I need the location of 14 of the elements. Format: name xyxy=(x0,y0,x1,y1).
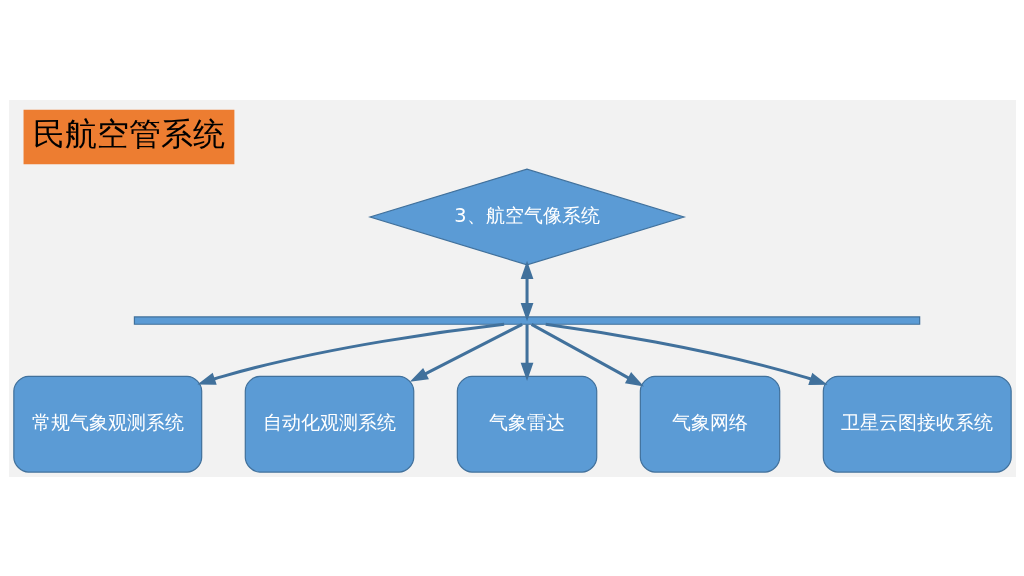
diagram-title: 民航空管系统 xyxy=(32,115,225,152)
arrow xyxy=(520,260,533,321)
arrow xyxy=(196,322,504,385)
node-box: 常规气象观测系统 xyxy=(12,375,202,473)
arrow xyxy=(520,323,533,381)
node-diamond: 3、航空气像系统 xyxy=(367,168,686,265)
arrow xyxy=(544,322,828,385)
node-box: 气象网络 xyxy=(639,375,780,473)
node-bar xyxy=(133,315,920,325)
arrow xyxy=(530,322,644,386)
node-box: 自动化观测系统 xyxy=(244,375,414,473)
arrow xyxy=(409,322,523,382)
node-box: 气象雷达 xyxy=(456,375,597,473)
node-box: 卫星云图接收系统 xyxy=(822,375,1012,473)
